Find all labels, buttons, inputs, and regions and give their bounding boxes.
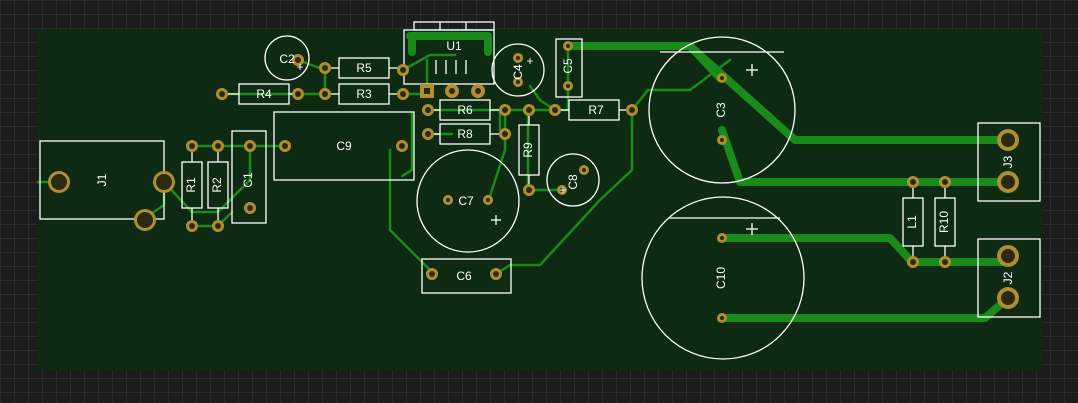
label-r7: R7 <box>588 103 604 117</box>
label-c8: C8 <box>566 174 580 190</box>
capacitor-c3 <box>648 36 796 184</box>
label-r4: R4 <box>256 87 272 101</box>
label-c3: C3 <box>714 102 728 118</box>
capacitor-c8 <box>546 153 600 207</box>
regulator-u1 <box>403 21 495 85</box>
label-r2: R2 <box>210 177 224 193</box>
label-c10: C10 <box>714 267 728 289</box>
label-r3: R3 <box>356 87 372 101</box>
label-c6: C6 <box>456 269 472 283</box>
label-c1: C1 <box>241 172 255 188</box>
label-c5: C5 <box>561 58 575 74</box>
capacitor-c4 <box>491 43 545 97</box>
label-r5: R5 <box>356 61 372 75</box>
polarity-mark-c2: + <box>296 60 303 74</box>
connector-j3 <box>977 122 1041 202</box>
capacitor-c7 <box>416 149 520 253</box>
capacitor-c6 <box>421 258 512 294</box>
capacitor-c10 <box>641 196 805 360</box>
label-u1: U1 <box>446 39 462 53</box>
label-r10: R10 <box>937 211 951 233</box>
capacitor-c1 <box>231 130 267 224</box>
capacitor-c5 <box>555 38 583 98</box>
label-r9: R9 <box>521 142 535 158</box>
label-c4: C4 <box>511 64 525 80</box>
pads <box>48 41 1019 323</box>
label-j3: J3 <box>1001 155 1015 168</box>
polarity-mark-c8: + <box>559 183 566 197</box>
label-r6: R6 <box>457 103 473 117</box>
label-j1: J1 <box>95 173 109 186</box>
label-j2: J2 <box>1001 271 1015 284</box>
label-c9: C9 <box>336 139 352 153</box>
designator-labels: J1 R1 R2 C1 C2 R4 R5 R3 C9 U1 C4 C5 R6 R… <box>95 39 1015 289</box>
pcb-board <box>38 30 1042 370</box>
capacitor-c2 <box>264 35 310 81</box>
label-r8: R8 <box>457 127 473 141</box>
polarity-mark-c4: + <box>526 54 533 68</box>
connector-j2 <box>977 238 1041 318</box>
label-r1: R1 <box>184 177 198 193</box>
capacitor-c9 <box>273 111 415 181</box>
label-l1: L1 <box>905 215 919 229</box>
label-c2: C2 <box>279 52 295 66</box>
label-c7: C7 <box>458 194 474 208</box>
